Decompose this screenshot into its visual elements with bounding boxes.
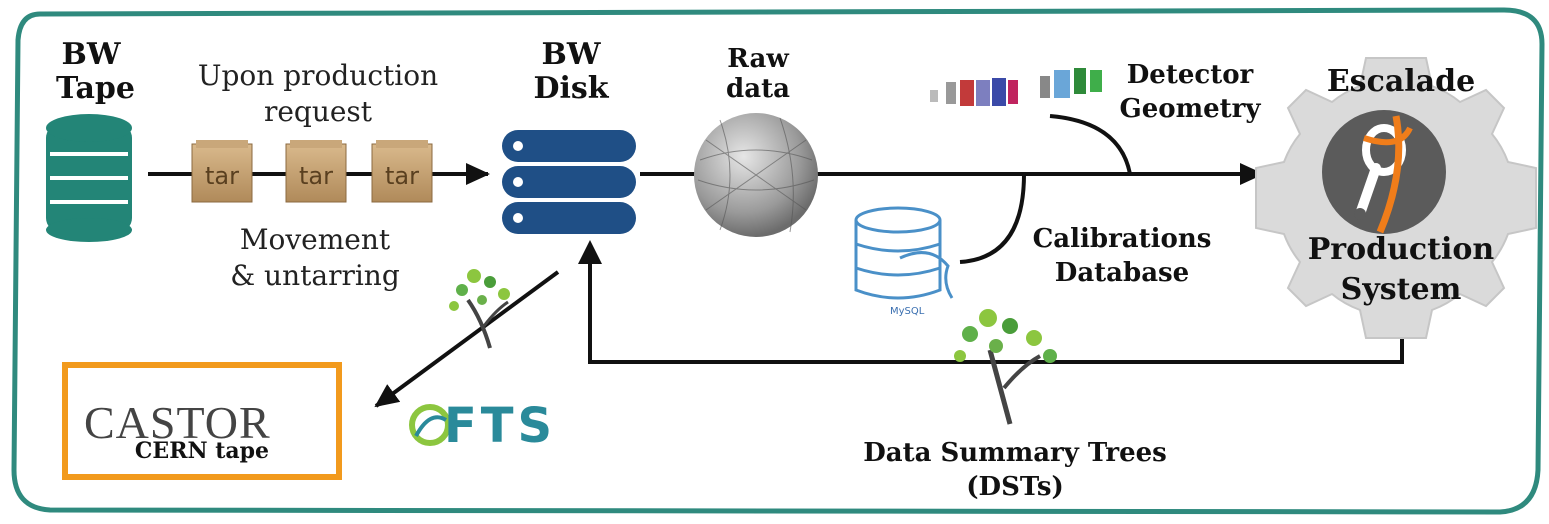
tar-label-2: tar [299,162,333,190]
fts-swirl-icon [409,404,451,446]
dst-line1: Data Summary Trees [863,438,1167,468]
upon-request-line1: Upon production [197,59,439,92]
arrow-dst-to-disk [578,240,602,264]
dst-return-connector [588,262,1404,364]
detector-geometry-label: Detector Geometry [1110,58,1270,126]
castor-box: CASTOR CERN tape [62,362,342,480]
castor-logo-text: CASTOR [84,397,271,448]
bw-tape-label: BW Tape [56,37,135,106]
detector-geometry-icon [930,68,1102,106]
movement-line2: & untarring [230,259,400,292]
outer-frame [11,7,1545,515]
escalade-title: Escalade [1326,64,1476,99]
upon-request-label: Upon production request [186,58,450,130]
escalade-line2: Production [1307,232,1495,267]
bw-disk-line2: Disk [533,71,609,106]
tar-label-3: tar [385,162,419,190]
mysql-label: MySQL [890,306,925,317]
movement-line1: Movement [239,223,391,256]
tar-box-1 [191,140,253,203]
tar-box-2 [285,140,347,203]
tar-box-3 [371,140,433,203]
bw-tape-line2: Tape [56,71,135,106]
arrow-disk-to-castor [374,270,560,408]
castor-subtitle: CERN tape [134,438,270,464]
detector-geometry-connector [1049,114,1132,175]
escalade-gear-icon [1255,57,1537,339]
calibrations-line2: Database [1054,258,1190,288]
dst-label: Data Summary Trees (DSTs) [850,436,1180,504]
dst-line2: (DSTs) [966,472,1064,502]
calibrations-label: Calibrations Database [1022,222,1222,290]
escalade-line3: System [1340,272,1462,307]
raw-data-sphere-icon [694,113,818,237]
upon-request-line2: request [263,95,373,128]
disk-server-icon [502,130,636,234]
bw-disk-label: BW Disk [526,38,616,106]
detector-geometry-line1: Detector [1126,60,1254,90]
bw-disk-line1: BW [541,37,601,72]
calibrations-line1: Calibrations [1032,224,1212,254]
escalade-subtitle: Production System [1296,230,1506,310]
tree-icon-dst [954,309,1057,425]
bw-tape-line1: BW [61,37,121,72]
tree-icon-fts [449,269,510,349]
tape-database-icon [46,114,132,242]
mysql-database-icon [854,206,954,300]
raw-data-label: Raw data [718,44,798,104]
movement-label: Movement & untarring [210,222,420,294]
detector-geometry-line2: Geometry [1119,94,1261,124]
raw-data-line2: data [726,74,790,104]
fts-logo-text: FTS [444,398,557,454]
tar-label-1: tar [205,162,239,190]
raw-data-line1: Raw [727,44,789,74]
calibrations-connector [959,173,1026,264]
